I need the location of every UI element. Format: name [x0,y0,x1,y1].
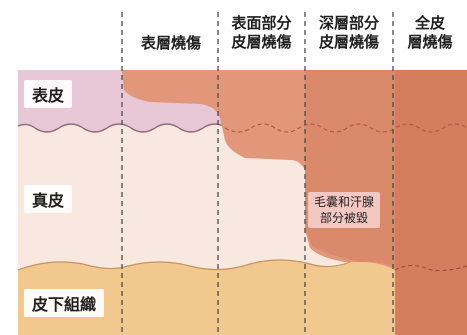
layer-label-epidermis: 表皮 [24,80,73,108]
annotation-line2: 部分被毀 [320,211,369,225]
column-header-superficial-partial-line2: 皮層燒傷 [231,33,292,51]
column-header-full: 全皮 層燒傷 [393,14,467,52]
column-header-superficial-partial-line1: 表面部分 [231,14,292,32]
column-header-full-line1: 全皮 [414,14,445,32]
subcutaneous-line [17,259,351,271]
deep-burn-zone [305,70,467,335]
burned-subcutaneous-dashes [394,264,467,272]
subcutaneous-region [18,259,467,335]
column-header-deep-partial-line2: 皮層燒傷 [318,33,379,51]
column-header-superficial-line1: 表層燒傷 [140,34,201,52]
column-header-deep-partial: 深層部分 皮層燒傷 [305,14,393,52]
column-header-superficial: 表層燒傷 [124,34,218,53]
annotation-follicles-glands: 毛囊和汗腺 部分被毀 [308,192,381,228]
layer-label-subcutaneous: 皮下組織 [24,289,105,317]
column-header-full-line2: 層燒傷 [407,33,453,51]
layer-label-dermis: 真皮 [24,185,73,213]
column-header-deep-partial-line1: 深層部分 [318,14,379,32]
column-header-superficial-partial: 表面部分 皮層燒傷 [218,14,305,52]
epidermis-wave-line [17,123,228,133]
full-burn-zone [395,70,467,335]
annotation-line1: 毛囊和汗腺 [314,195,375,209]
burned-epidermis-dashes [224,123,467,133]
